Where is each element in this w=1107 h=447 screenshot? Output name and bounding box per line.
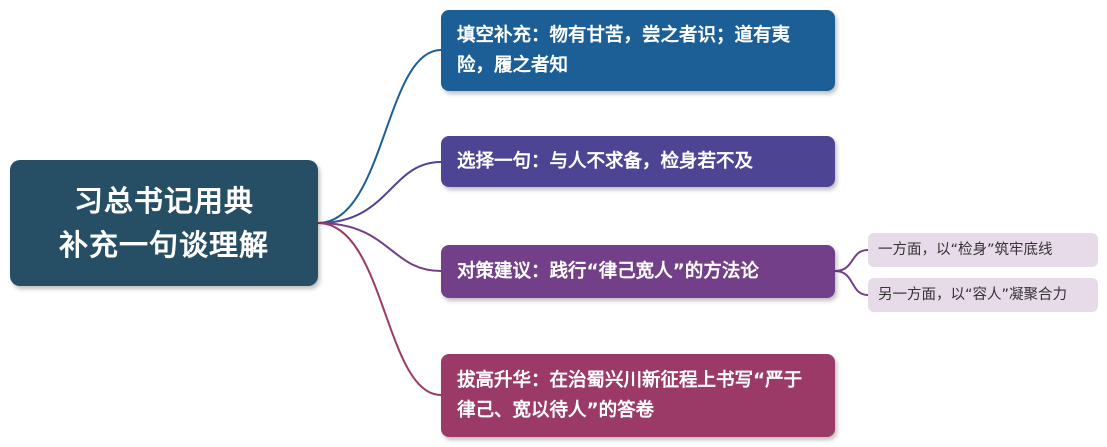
connector-to-leaf-1 <box>834 249 869 272</box>
branch-label: 填空补充：物有甘苦，尝之者识；道有夷险，履之者知 <box>457 24 791 76</box>
branch-choose-sentence: 选择一句：与人不求备，检身若不及 <box>441 136 835 187</box>
connector-to-branch-4 <box>317 222 442 396</box>
root-title-line-1: 习总书记用典 <box>73 184 254 218</box>
connector-to-branch-3 <box>317 222 442 272</box>
root-topic: 习总书记用典 补充一句谈理解 <box>10 160 318 286</box>
connector-to-leaf-2 <box>834 270 869 296</box>
leaf-tolerance: 另一方面，以“容人”凝聚合力 <box>868 278 1098 312</box>
branch-suggestion: 对策建议：践行“律己宽人”的方法论 <box>441 245 835 298</box>
branch-label: 对策建议：践行“律己宽人”的方法论 <box>457 260 759 282</box>
branch-label: 选择一句：与人不求备，检身若不及 <box>457 150 754 172</box>
leaf-self-examination: 一方面，以“检身”筑牢底线 <box>868 233 1098 267</box>
leaf-label: 另一方面，以“容人”凝聚合力 <box>878 287 1068 303</box>
leaf-label: 一方面，以“检身”筑牢底线 <box>878 242 1053 258</box>
connector-to-branch-1 <box>317 49 442 224</box>
branch-label: 拔高升华：在治蜀兴川新征程上书写“严于律己、宽以待人”的答卷 <box>457 369 803 421</box>
branch-fill-blank: 填空补充：物有甘苦，尝之者识；道有夷险，履之者知 <box>441 10 835 91</box>
branch-elevation: 拔高升华：在治蜀兴川新征程上书写“严于律己、宽以待人”的答卷 <box>441 354 835 437</box>
root-title-line-2: 补充一句谈理解 <box>58 228 269 262</box>
connector-to-branch-2 <box>317 161 442 224</box>
